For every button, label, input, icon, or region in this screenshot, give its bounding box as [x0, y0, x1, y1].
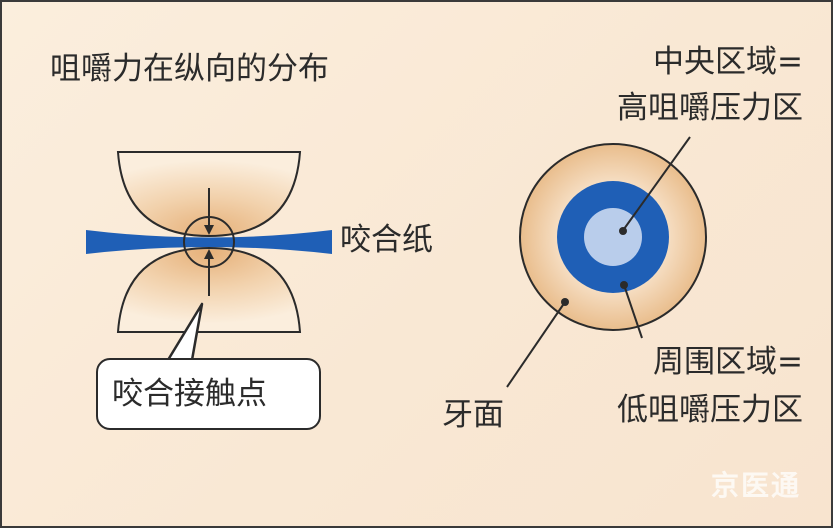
bite-paper-label: 咬合纸: [340, 222, 433, 258]
contact-point-callout: [96, 358, 321, 430]
tooth-surface-leader: [506, 301, 566, 388]
diagram-title: 咀嚼力在纵向的分布: [50, 51, 329, 87]
contact-point-label: 咬合接触点: [112, 376, 267, 412]
center-zone-leader: [623, 136, 691, 230]
tooth-surface-leader-dot: [561, 298, 569, 306]
bite-paper-strip: [86, 230, 332, 254]
watermark-logo: 京医通: [710, 469, 801, 502]
outer-zone-leader-dot: [620, 281, 628, 289]
center-zone-leader-dot: [619, 227, 627, 235]
center-zone-label-line1: 中央区域=: [653, 44, 803, 80]
tooth-surface-label: 牙面: [442, 397, 504, 433]
outer-zone-label-line1: 周围区域=: [653, 344, 803, 380]
outer-zone-label-line2: 低咀嚼压力区: [617, 392, 803, 428]
outer-zone-leader: [623, 284, 643, 339]
center-zone-label-line2: 高咀嚼压力区: [617, 90, 803, 126]
